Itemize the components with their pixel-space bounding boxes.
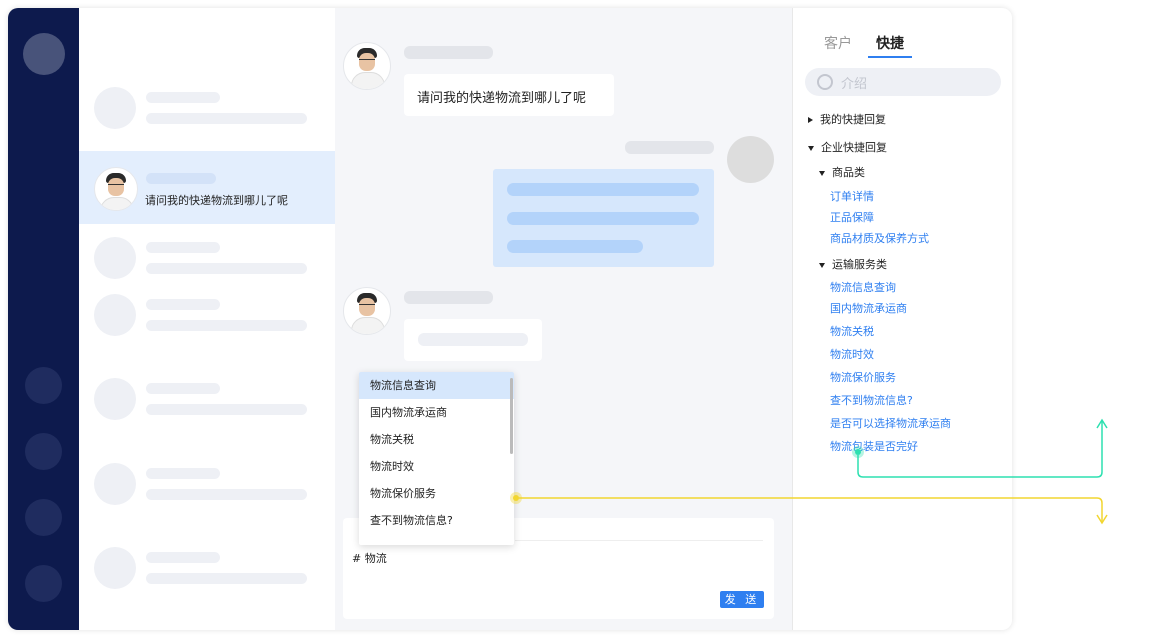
suggestion-item[interactable]: 查不到物流信息? (370, 514, 453, 527)
quick-reply-link[interactable]: 商品材质及保养方式 (830, 232, 929, 245)
caret-down-icon (819, 262, 825, 268)
name-placeholder (146, 383, 220, 394)
customer-avatar (343, 287, 391, 335)
quick-reply-link[interactable]: 物流信息查询 (830, 281, 896, 294)
quick-reply-link[interactable]: 是否可以选择物流承运商 (830, 417, 951, 430)
quick-reply-link[interactable]: 正品保障 (830, 211, 874, 224)
text-placeholder (507, 240, 643, 253)
input-text[interactable]: # 物流 (352, 552, 387, 565)
sender-placeholder (404, 291, 493, 304)
agent-name-placeholder (625, 141, 714, 154)
search-icon (817, 74, 833, 90)
user-avatar[interactable] (23, 33, 65, 75)
name-placeholder (146, 468, 220, 479)
text-placeholder (146, 320, 307, 331)
search-input[interactable]: 介绍 (805, 68, 1001, 96)
yellow-connector (510, 492, 1108, 525)
scrollbar[interactable] (510, 378, 513, 454)
tab-quick[interactable]: 快捷 (876, 36, 904, 52)
text-placeholder (418, 333, 528, 346)
app-window: 请问我的快递物流到哪儿了呢 (8, 8, 1012, 630)
text-placeholder (146, 489, 307, 500)
search-placeholder: 介绍 (841, 77, 868, 92)
suggestion-dropdown: 物流信息查询 国内物流承运商 物流关税 物流时效 物流保价服务 查不到物流信息? (359, 372, 514, 545)
list-item-active[interactable]: 请问我的快递物流到哪儿了呢 (79, 151, 335, 224)
suggestion-item[interactable]: 国内物流承运商 (370, 406, 447, 419)
chat-area: 请问我的快递物流到哪儿了呢 # 物流 发 送 物流信息查询 国内物流承运商 物流… (335, 8, 792, 630)
tab-customer[interactable]: 客户 (824, 36, 852, 52)
message-text: 请问我的快递物流到哪儿了呢 (417, 91, 587, 106)
avatar-placeholder (94, 378, 136, 420)
avatar-placeholder (94, 87, 136, 129)
conversation-preview: 请问我的快递物流到哪儿了呢 (145, 194, 288, 207)
text-placeholder (146, 573, 307, 584)
name-placeholder (146, 92, 220, 103)
nav-item-3[interactable] (25, 499, 62, 536)
conversation-list: 请问我的快递物流到哪儿了呢 (79, 8, 335, 630)
incoming-message (404, 319, 542, 361)
tree-my-replies[interactable]: 我的快捷回复 (808, 111, 886, 127)
nav-item-2[interactable] (25, 433, 62, 470)
tab-indicator (868, 56, 912, 58)
text-placeholder (146, 404, 307, 415)
name-placeholder (146, 242, 220, 253)
text-placeholder (146, 113, 307, 124)
suggestion-item[interactable]: 物流信息查询 (359, 372, 514, 399)
tree-category-goods[interactable]: 商品类 (819, 164, 865, 180)
suggestion-item[interactable]: 物流时效 (370, 460, 414, 473)
avatar (94, 167, 138, 211)
quick-reply-panel: 客户 快捷 介绍 我的快捷回复 企业快捷回复 商品类 订单详情 正品保障 商品材… (792, 8, 1012, 630)
name-placeholder (146, 552, 220, 563)
tree-enterprise-replies[interactable]: 企业快捷回复 (808, 139, 887, 155)
quick-reply-link[interactable]: 订单详情 (830, 190, 874, 203)
quick-reply-link[interactable]: 物流保价服务 (830, 371, 896, 384)
quick-reply-link[interactable]: 国内物流承运商 (830, 302, 907, 315)
text-placeholder (507, 212, 699, 225)
quick-reply-link[interactable]: 查不到物流信息? (830, 394, 913, 407)
caret-down-icon (808, 145, 814, 151)
avatar-placeholder (94, 547, 136, 589)
nav-item-4[interactable] (25, 565, 62, 602)
quick-reply-link[interactable]: 物流关税 (830, 325, 874, 338)
text-placeholder (507, 183, 699, 196)
caret-right-icon (808, 117, 813, 123)
tree-category-shipping[interactable]: 运输服务类 (819, 256, 887, 272)
sender-placeholder (404, 46, 493, 59)
divider (515, 540, 763, 541)
nav-sidebar (8, 8, 79, 630)
quick-reply-link[interactable]: 物流包装是否完好 (830, 440, 918, 453)
agent-avatar (727, 136, 774, 183)
green-connector (852, 418, 1108, 478)
send-button[interactable]: 发 送 (720, 591, 764, 608)
text-placeholder (146, 263, 307, 274)
quick-reply-link[interactable]: 物流时效 (830, 348, 874, 361)
suggestion-item[interactable]: 物流保价服务 (370, 487, 436, 500)
avatar-placeholder (94, 463, 136, 505)
avatar-placeholder (94, 237, 136, 279)
caret-down-icon (819, 170, 825, 176)
customer-avatar (343, 42, 391, 90)
outgoing-message (493, 169, 714, 267)
nav-item-1[interactable] (25, 367, 62, 404)
suggestion-item[interactable]: 物流关税 (370, 433, 414, 446)
name-placeholder (146, 173, 216, 184)
avatar-placeholder (94, 294, 136, 336)
incoming-message: 请问我的快递物流到哪儿了呢 (404, 74, 614, 116)
name-placeholder (146, 299, 220, 310)
